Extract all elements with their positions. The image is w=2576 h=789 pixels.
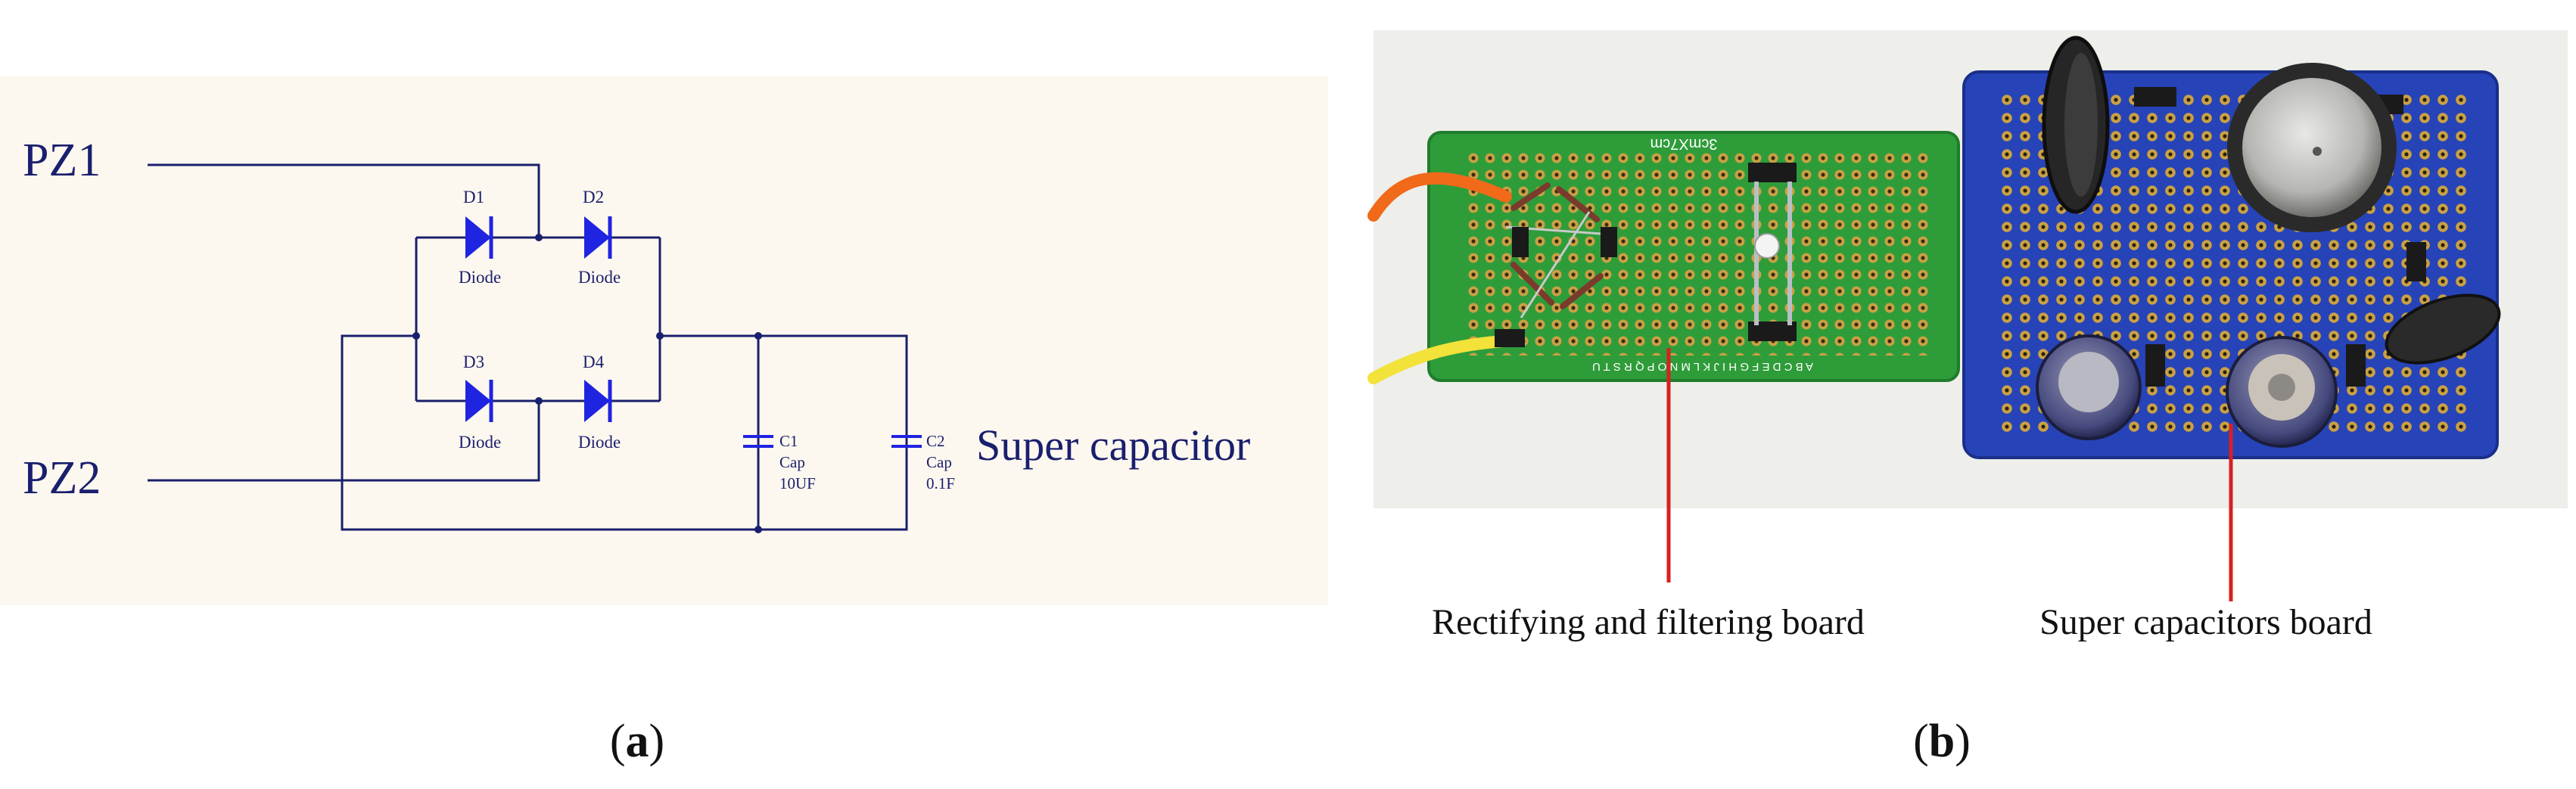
- diode-d2-symbol: [584, 216, 612, 259]
- diode-d1-symbol: [465, 216, 493, 259]
- diode-d1-type: Diode: [459, 268, 501, 287]
- diode-d2-type: Diode: [578, 268, 621, 287]
- input-label-pz2: PZ2: [23, 452, 101, 504]
- capacitor-c1-value: 10UF: [779, 474, 816, 492]
- capacitor-c2-type: Cap: [926, 453, 952, 471]
- panel-a-label: (a): [610, 716, 664, 767]
- capacitor-c1-symbol: [743, 435, 773, 448]
- diode-d1-ref: D1: [463, 188, 484, 207]
- diode-d2-ref: D2: [583, 188, 604, 207]
- diode-d4-symbol: [584, 380, 612, 422]
- silkscreen-letters: A B C D E F G H I J K L M N O P Q R S T …: [1592, 360, 1813, 373]
- schematic-labels: PZ1 PZ2 D1 Diode D2 Diode D3 Diode D4 Di…: [23, 135, 1250, 504]
- supercapacitor-board-photo: [1962, 36, 2501, 459]
- callout-rectifying-board: Rectifying and filtering board: [1432, 602, 1865, 642]
- diode-d3-symbol: [465, 380, 493, 422]
- schematic-panel: PZ1 PZ2 D1 Diode D2 Diode D3 Diode D4 Di…: [0, 76, 1328, 767]
- photo-panel: 3cmX7cm A B C D E F G H I J K L M N O P …: [1367, 30, 2568, 767]
- silkscreen-size: 3cmX7cm: [1650, 135, 1718, 152]
- callout-supercapacitors-board: Super capacitors board: [2039, 602, 2372, 642]
- schematic-background: [0, 76, 1328, 605]
- diode-d3-ref: D3: [463, 353, 484, 371]
- output-label: Super capacitor: [976, 421, 1250, 470]
- junction-dots: [412, 234, 762, 533]
- diode-d3-type: Diode: [459, 433, 501, 452]
- capacitor-c2-value: 0.1F: [926, 474, 955, 492]
- orange-lead-wire: [1367, 172, 1512, 222]
- capacitor-c1-ref: C1: [779, 432, 798, 450]
- capacitor-c1-type: Cap: [779, 453, 805, 471]
- capacitor-c2-ref: C2: [926, 432, 945, 450]
- diode-d4-type: Diode: [578, 433, 621, 452]
- capacitor-c2-symbol: [891, 435, 922, 448]
- input-label-pz1: PZ1: [23, 135, 101, 186]
- panel-b-label: (b): [1913, 716, 1971, 767]
- rectifying-board-photo: 3cmX7cm A B C D E F G H I J K L M N O P …: [1427, 131, 1960, 382]
- yellow-lead-wire: [1367, 334, 1520, 384]
- diode-d4-ref: D4: [583, 353, 605, 371]
